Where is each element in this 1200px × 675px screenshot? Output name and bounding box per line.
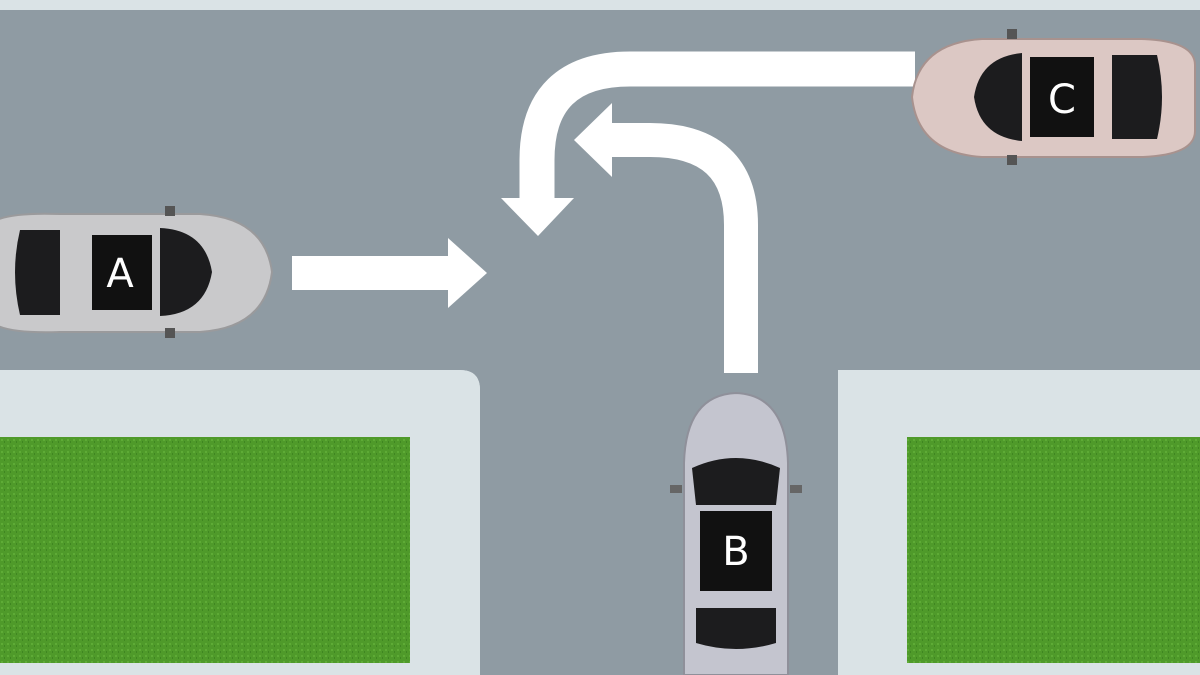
arrow-a-straight <box>292 238 487 308</box>
grass-left <box>0 437 410 663</box>
car-a[interactable]: A <box>0 206 274 338</box>
arrow-b-left-turn <box>574 103 758 373</box>
car-c-roof <box>1030 57 1094 137</box>
grass-right <box>907 437 1200 663</box>
car-c-label: C <box>1048 77 1076 123</box>
car-a-label: A <box>106 251 134 297</box>
car-b[interactable]: B <box>670 391 802 675</box>
car-b-label: B <box>722 529 749 575</box>
arrow-c-left-turn <box>501 51 915 236</box>
car-c[interactable]: C <box>910 29 1196 165</box>
car-b-roof <box>700 511 772 591</box>
car-a-roof <box>92 235 152 310</box>
